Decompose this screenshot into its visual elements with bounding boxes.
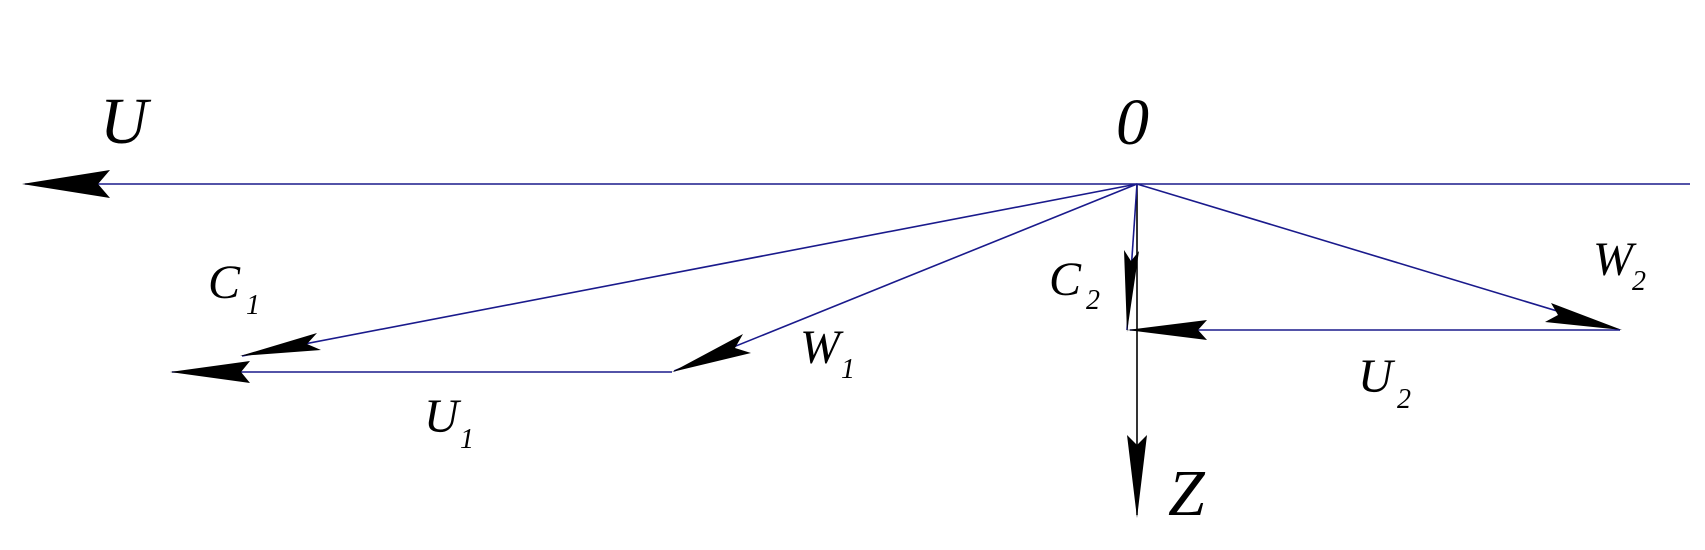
c1-label-sub: 1: [246, 290, 260, 321]
u1-arrowhead: [170, 361, 250, 383]
c2-label: C 2: [1049, 253, 1100, 316]
u2-label-sub: 2: [1397, 384, 1411, 415]
w1-label: W 1: [800, 321, 855, 385]
c2-label-sub: 2: [1086, 285, 1100, 316]
u2-arrowhead: [1127, 320, 1207, 340]
w1-label-main: W: [800, 321, 844, 374]
origin-label: 0: [1116, 86, 1149, 159]
w1-arrowhead: [672, 334, 751, 372]
z-axis-arrowhead: [1127, 435, 1147, 518]
w1-label-sub: 1: [841, 354, 855, 385]
u-axis-label: U: [100, 85, 152, 158]
z-axis-label: Z: [1168, 457, 1206, 530]
c1-vector: [241, 183, 1138, 357]
w2-label: W 2: [1593, 233, 1646, 297]
u-axis-arrowhead: [22, 170, 110, 198]
w1-vector: [673, 183, 1138, 372]
u2-label: U 2: [1358, 350, 1411, 415]
c2-arrowhead: [1124, 250, 1139, 332]
u1-label-main: U: [424, 390, 462, 443]
w2-label-sub: 2: [1632, 266, 1646, 297]
u1-label: U 1: [424, 390, 474, 455]
c1-arrowhead: [240, 333, 321, 356]
c1-label-main: C: [208, 256, 241, 309]
w2-arrowhead: [1545, 303, 1622, 330]
w2-vector: [1136, 183, 1621, 331]
c1-label: C 1: [208, 256, 260, 321]
u1-label-sub: 1: [460, 424, 474, 455]
c2-label-main: C: [1049, 253, 1082, 306]
w2-label-main: W: [1593, 233, 1637, 286]
u2-label-main: U: [1358, 350, 1396, 403]
